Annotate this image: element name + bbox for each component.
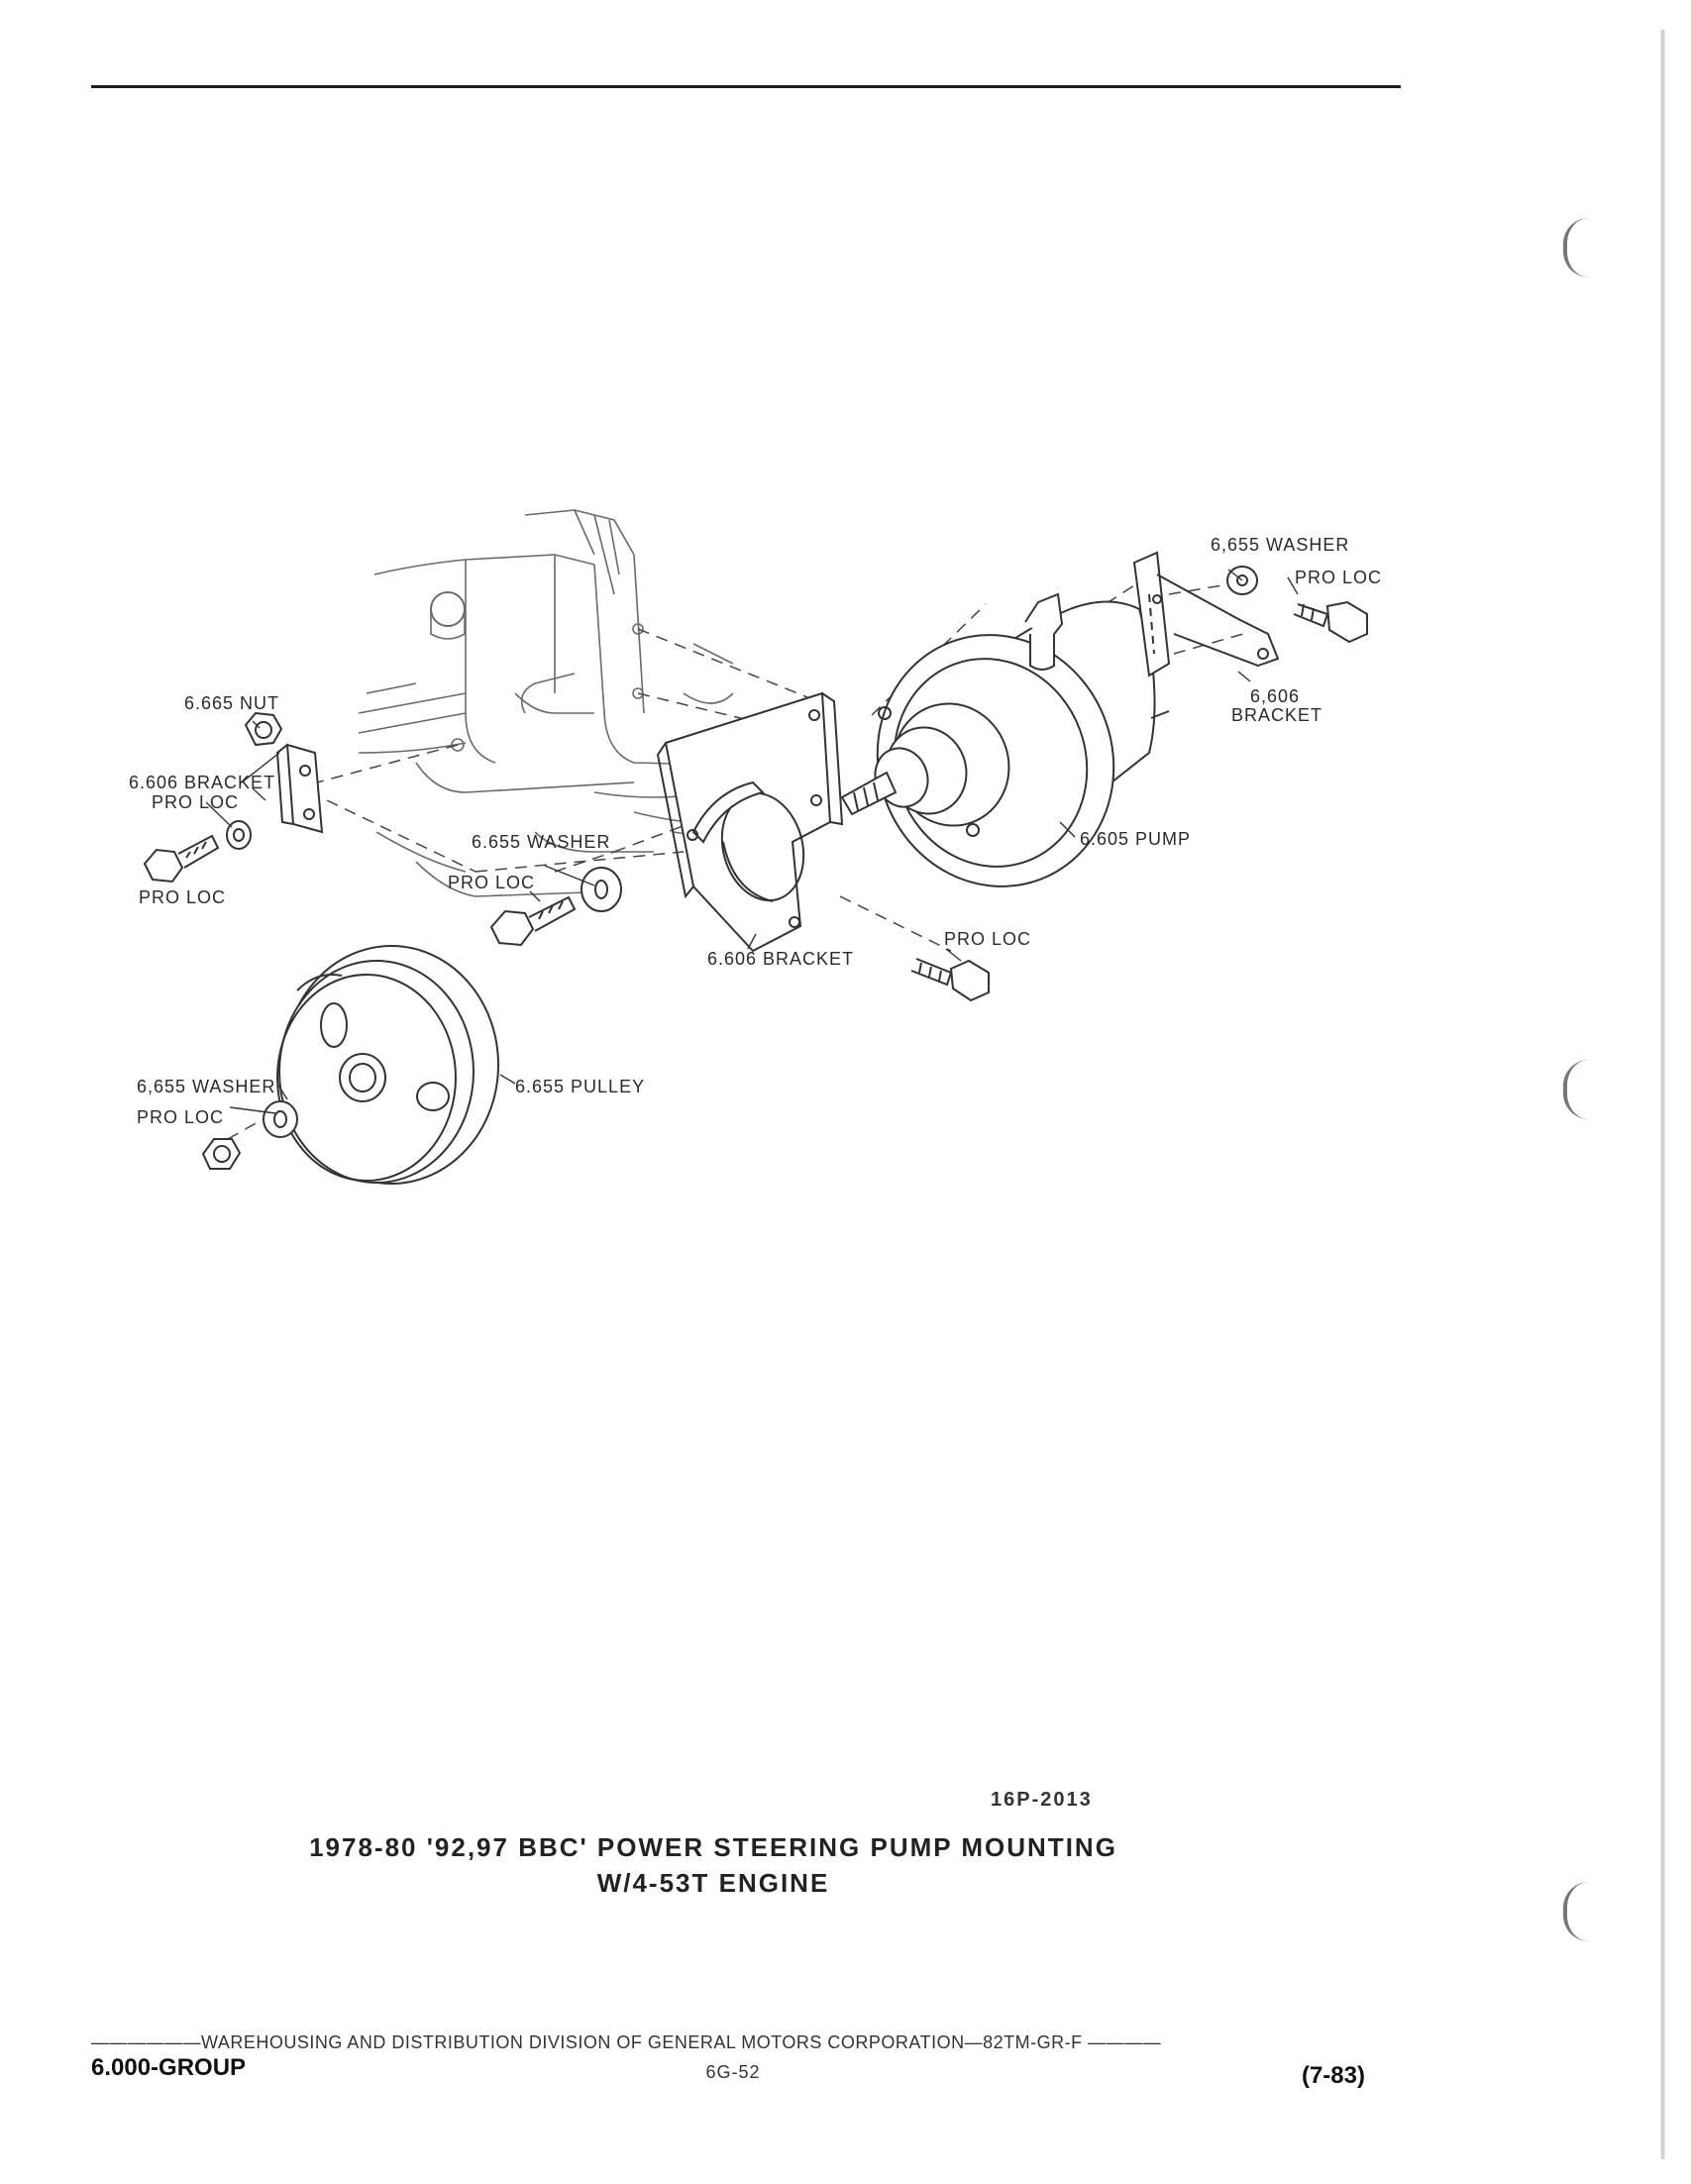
right-top-washer-bolt xyxy=(1226,566,1368,644)
lower-right-bolt xyxy=(910,958,990,1002)
leader-lines xyxy=(205,569,1299,1114)
label-right-bracket-word: BRACKET xyxy=(1231,705,1322,725)
right-top-bracket xyxy=(1132,551,1280,677)
label-pump: 6.605 PUMP xyxy=(1080,829,1191,849)
pulley-nut-washer xyxy=(201,1100,298,1170)
label-top-washer: 6,655 WASHER xyxy=(1211,535,1349,555)
binder-ring-mark xyxy=(1563,1060,1593,1119)
pulley-part xyxy=(276,945,499,1185)
label-right-bracket-num: 6,606 xyxy=(1250,686,1300,706)
main-mounting-bracket xyxy=(656,691,844,953)
binder-ring-mark xyxy=(1563,218,1593,277)
binder-ring-mark xyxy=(1563,1882,1593,1941)
label-mid-washer: 6.655 WASHER xyxy=(472,832,610,852)
label-top-pro-loc: PRO LOC xyxy=(1295,568,1382,587)
label-pulley-pro-loc: PRO LOC xyxy=(137,1107,224,1127)
mid-bolt-part xyxy=(489,867,622,947)
label-lower-pro-loc: PRO LOC xyxy=(944,929,1031,949)
left-bolt-part xyxy=(143,820,252,884)
part-labels: 6,655 WASHER PRO LOC 6,606 BRACKET 6.665… xyxy=(129,535,1382,1127)
label-nut: 6.665 NUT xyxy=(184,693,279,713)
label-left-bracket: 6.606 BRACKET xyxy=(129,773,275,792)
nut-part xyxy=(244,711,283,747)
label-mid-pro-loc: PRO LOC xyxy=(448,873,535,892)
footer-page-number: 6G-52 xyxy=(705,2062,761,2082)
figure-caption-line-1: 1978-80 '92,97 BBC' POWER STEERING PUMP … xyxy=(309,1832,1117,1862)
label-pulley-washer: 6,655 WASHER xyxy=(137,1077,275,1096)
label-pulley: 6.655 PULLEY xyxy=(515,1077,645,1096)
power-steering-pump xyxy=(840,592,1170,887)
label-lower-bracket: 6.606 BRACKET xyxy=(707,949,854,969)
figure-id: 16P-2013 xyxy=(991,1789,1093,1811)
binder-edge xyxy=(1660,30,1665,2159)
left-small-bracket xyxy=(275,743,324,834)
footer-section: 6.000-GROUP xyxy=(91,2054,247,2081)
footer-division-line: ——————WAREHOUSING AND DISTRIBUTION DIVIS… xyxy=(91,2032,1162,2052)
footer-date: (7-83) xyxy=(1301,2062,1365,2089)
label-left-bracket-pro-loc: PRO LOC xyxy=(152,792,239,812)
label-left-bolt-pro-loc: PRO LOC xyxy=(139,887,226,907)
header-rule xyxy=(91,85,1401,88)
figure-caption-line-2: W/4-53T ENGINE xyxy=(596,1868,830,1898)
